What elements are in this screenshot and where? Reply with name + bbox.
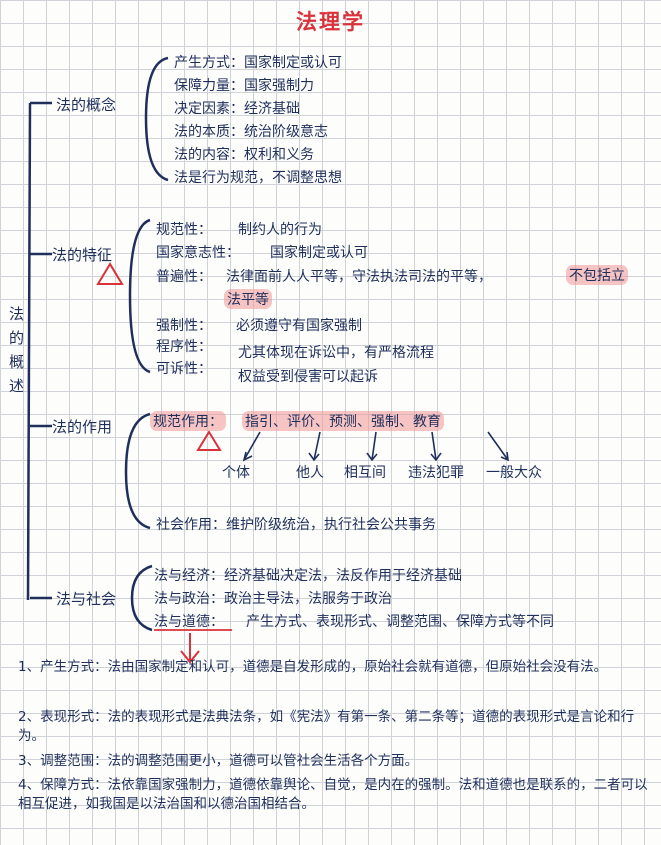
- feature-value: 国家制定或认可: [270, 245, 368, 261]
- morality-value: 产生方式、表现形式、调整范围、保障方式等不同: [246, 614, 554, 630]
- concept-brace: [144, 56, 169, 182]
- feature-value: 法律面前人人平等，守法执法司法的平等，: [226, 269, 492, 285]
- social-function: 社会作用：维护阶级统治，执行社会公共事务: [156, 517, 436, 533]
- society-brace: [130, 564, 153, 632]
- arrow-head-icon: [242, 451, 253, 462]
- function-target: 相互间: [344, 465, 386, 481]
- function-target: 一般大众: [486, 465, 542, 481]
- arrow-icon: [243, 431, 261, 461]
- normative-function-label: 规范作用：: [150, 411, 226, 431]
- arrow-icon: [371, 431, 377, 461]
- highlight-note: 不包括立: [566, 265, 628, 285]
- feature-key: 规范性：: [156, 222, 212, 238]
- page-title: 法理学: [296, 10, 365, 34]
- arrow-icon: [487, 431, 509, 461]
- highlight-note: 法平等: [224, 289, 272, 309]
- triangle-mark-icon: [196, 430, 222, 451]
- feature-brace: [128, 218, 151, 374]
- section-society-label: 法与社会: [56, 590, 117, 608]
- arrow-head-icon: [180, 650, 200, 664]
- function-target: 违法犯罪: [408, 465, 464, 481]
- arrow-head-icon: [500, 451, 509, 462]
- feature-key: 程序性：: [156, 339, 212, 355]
- feature-value: 必须遵守有国家强制: [236, 318, 362, 334]
- feature-key: 可诉性：: [156, 361, 212, 377]
- note-paragraph: 2、表现形式：法的表现形式是法典法条，如《宪法》有第一条、第二条等；道德的表现形…: [18, 709, 635, 744]
- note-paragraph: 3、调整范围：法的调整范围更小，道德可以管社会生活各个方面。: [18, 753, 419, 769]
- arrow-head-icon: [308, 452, 320, 462]
- root-topic: 法的概述: [9, 305, 25, 395]
- arrow-icon: [431, 431, 437, 461]
- feature-key: 国家意志性：: [156, 245, 240, 261]
- function-target: 他人: [296, 465, 324, 481]
- function-brace: [124, 412, 151, 530]
- section-concept-label: 法的概念: [56, 96, 117, 114]
- arrow-icon: [313, 431, 321, 461]
- society-item: 法与经济：经济基础决定法，法反作用于经济基础: [154, 568, 462, 584]
- concept-item: 保障力量：国家强制力: [174, 78, 314, 94]
- root-bracket: [26, 102, 32, 601]
- section-feature-label: 法的特征: [52, 246, 113, 264]
- concept-item: 法的本质：统治阶级意志: [174, 124, 328, 140]
- note-paragraph: 1、产生方式：法由国家制定和认可，道德是自发形成的，原始社会就有道德，但原始社会…: [18, 659, 608, 675]
- function-target: 个体: [222, 465, 250, 481]
- arrow-head-icon: [366, 452, 378, 462]
- note-paragraph: 4、保障方式：法依靠国家强制力，道德依靠舆论、自觉，是内在的强制。法和道德也是联…: [18, 777, 648, 812]
- feature-value: 制约人的行为: [238, 222, 322, 238]
- feature-value: 尤其体现在诉讼中，有严格流程: [238, 345, 434, 361]
- arrow-head-icon: [430, 452, 442, 462]
- morality-key: 法与道德：: [154, 614, 224, 630]
- normative-function-text: 指引、评价、预测、强制、教育: [242, 411, 444, 431]
- concept-item: 产生方式：国家制定或认可: [174, 55, 342, 71]
- section-function-label: 法的作用: [52, 418, 113, 436]
- society-item: 法与政治：政治主导法，法服务于政治: [154, 591, 392, 607]
- concept-item: 法的内容：权利和义务: [174, 147, 314, 163]
- feature-key: 普遍性：: [156, 269, 212, 285]
- triangle-mark-icon: [96, 262, 124, 285]
- feature-key: 强制性：: [156, 318, 212, 334]
- concept-item: 决定因素：经济基础: [174, 101, 300, 117]
- feature-value: 权益受到侵害可以起诉: [238, 369, 378, 385]
- concept-item: 法是行为规范，不调整思想: [174, 170, 342, 186]
